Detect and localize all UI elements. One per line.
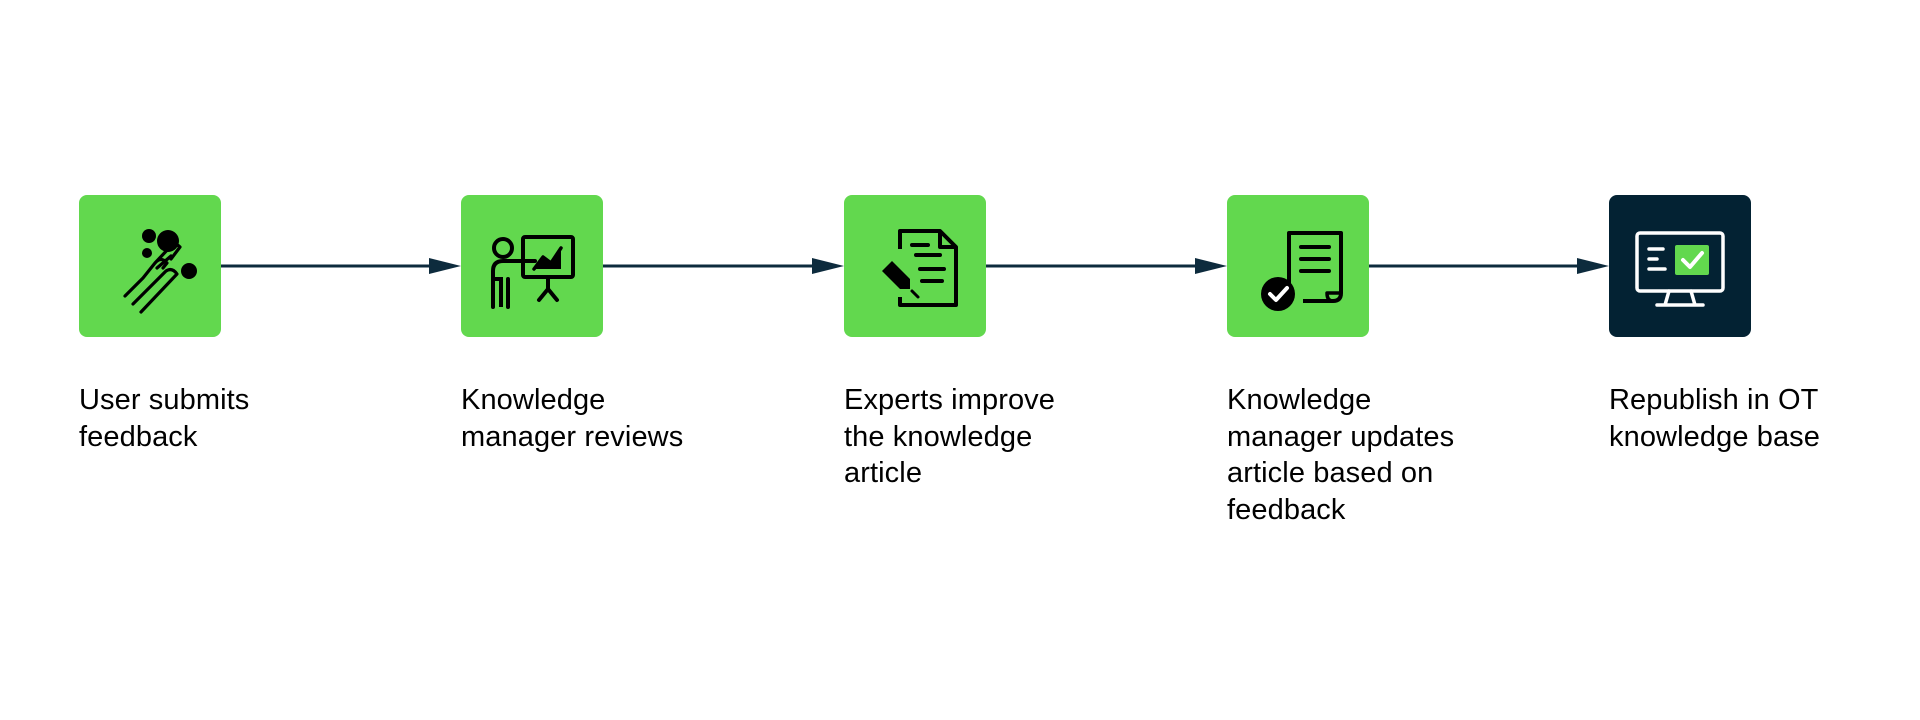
connector-arrow-1 (221, 258, 461, 274)
presenter-board-icon (491, 235, 575, 309)
step-3-label-line-3: article (844, 457, 923, 489)
step-4-label: Knowledge manager updates article based … (1227, 382, 1497, 528)
document-approved-icon (1261, 231, 1343, 311)
step-3-label: Experts improve the knowledge article (844, 382, 1114, 492)
connector-arrow-2 (603, 258, 844, 274)
connector-arrow-4 (1369, 258, 1609, 274)
step-3-tile (844, 195, 986, 337)
hand-touch-icon (123, 229, 197, 314)
step-1-label: User submits feedback (79, 382, 349, 455)
step-1-label-line-1: User submits (79, 384, 250, 416)
step-2-tile (461, 195, 603, 337)
step-2-label-line-1: Knowledge (461, 384, 606, 416)
step-2-label: Knowledge manager reviews (461, 382, 731, 455)
step-4-label-line-1: Knowledge (1227, 384, 1372, 416)
step-2-label-line-2: manager reviews (461, 420, 684, 453)
step-4-label-line-4: feedback (1227, 493, 1346, 526)
step-5-label-line-1: Republish in OT (1609, 384, 1819, 416)
step-5-label-line-2: knowledge base (1609, 420, 1820, 453)
connector-arrow-3 (986, 258, 1227, 274)
monitor-check-icon (1635, 231, 1725, 307)
step-4-label-line-3: article based on (1227, 457, 1434, 489)
step-1-tile (79, 195, 221, 337)
step-4-tile (1227, 195, 1369, 337)
step-3-label-line-2: the knowledge (844, 420, 1033, 453)
step-5-label: Republish in OT knowledge base (1609, 382, 1879, 455)
step-3-label-line-1: Experts improve (844, 384, 1056, 416)
step-1-label-line-2: feedback (79, 420, 198, 453)
document-edit-icon (882, 229, 958, 307)
step-5-tile (1609, 195, 1751, 337)
step-4-label-line-2: manager updates (1227, 420, 1455, 453)
